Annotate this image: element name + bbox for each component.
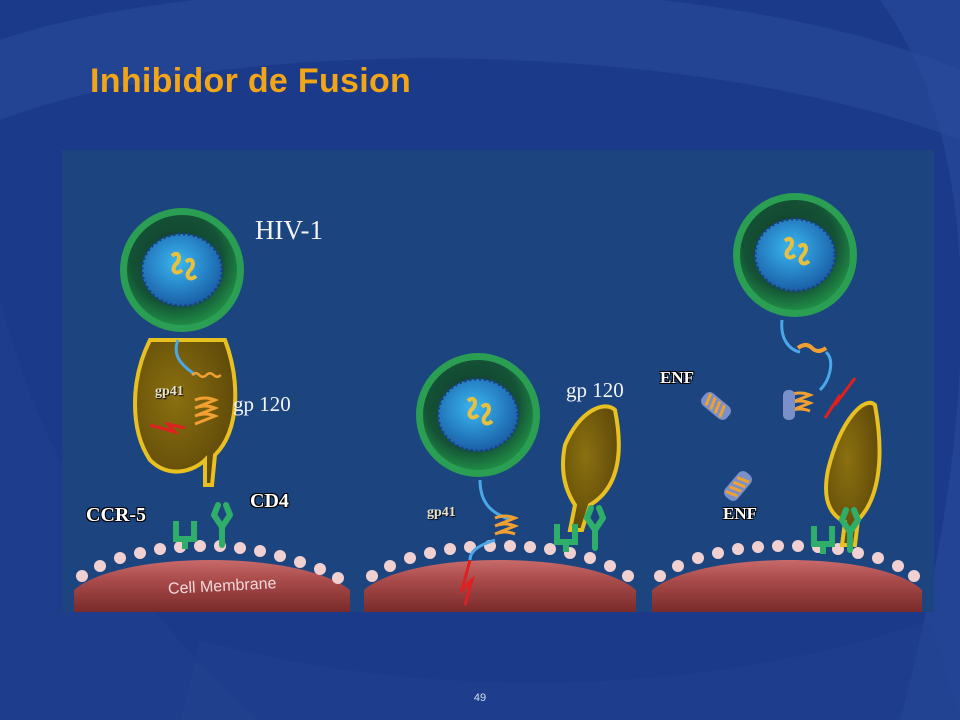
enf-label-1: ENF: [660, 368, 694, 387]
gp41-label-1: gp41: [155, 384, 184, 399]
fusion-peptide-2: [459, 559, 475, 606]
ccr5-label: CCR-5: [86, 504, 146, 526]
hiv-label: HIV-1: [255, 215, 324, 245]
gp120-1: [133, 338, 238, 487]
gp120-label-2: gp 120: [566, 378, 624, 402]
membrane-beads-1: [76, 540, 344, 584]
swirl-right: [880, 0, 960, 720]
fusion-peptide-1: [149, 421, 186, 435]
stage-3-enf-inhibition: [652, 191, 922, 612]
gp120-2: [561, 404, 621, 532]
virus-icon-2: [414, 351, 542, 479]
swirl-left: [0, 300, 260, 720]
enf-label-2: ENF: [723, 504, 757, 523]
swirl-top: [0, 0, 960, 140]
gp41-coil-3: [796, 343, 828, 353]
stage-1-attachment: [74, 206, 350, 612]
gp41-loop-2: [478, 479, 511, 522]
swirl-bottom: [180, 620, 960, 720]
gp41-stem-2: [468, 538, 496, 561]
cd4-label: CD4: [250, 490, 289, 512]
cell-membrane-3: [652, 560, 922, 612]
page-number: 49: [473, 692, 487, 704]
gp41-loop-3: [780, 319, 801, 354]
virus-icon-3: [731, 191, 859, 319]
cell-membrane-1: [74, 560, 350, 612]
stage-2-coreceptor-binding: [364, 351, 636, 612]
gp41-coil-1: [194, 396, 220, 426]
enf-bound: [783, 390, 795, 420]
gp41-stem-3: [818, 350, 833, 392]
membrane-beads-2: [366, 540, 634, 582]
fusion-peptide-3: [823, 377, 857, 419]
cell-membrane-2: [364, 560, 636, 612]
gp120-label-1: gp 120: [233, 392, 291, 416]
virus-icon: [118, 206, 246, 334]
gp120-3: [824, 400, 882, 547]
slide-title: Inhibidor de Fusion: [90, 62, 412, 100]
gp41-label-2: gp41: [427, 505, 456, 520]
gp41-coil-2: [494, 514, 520, 536]
